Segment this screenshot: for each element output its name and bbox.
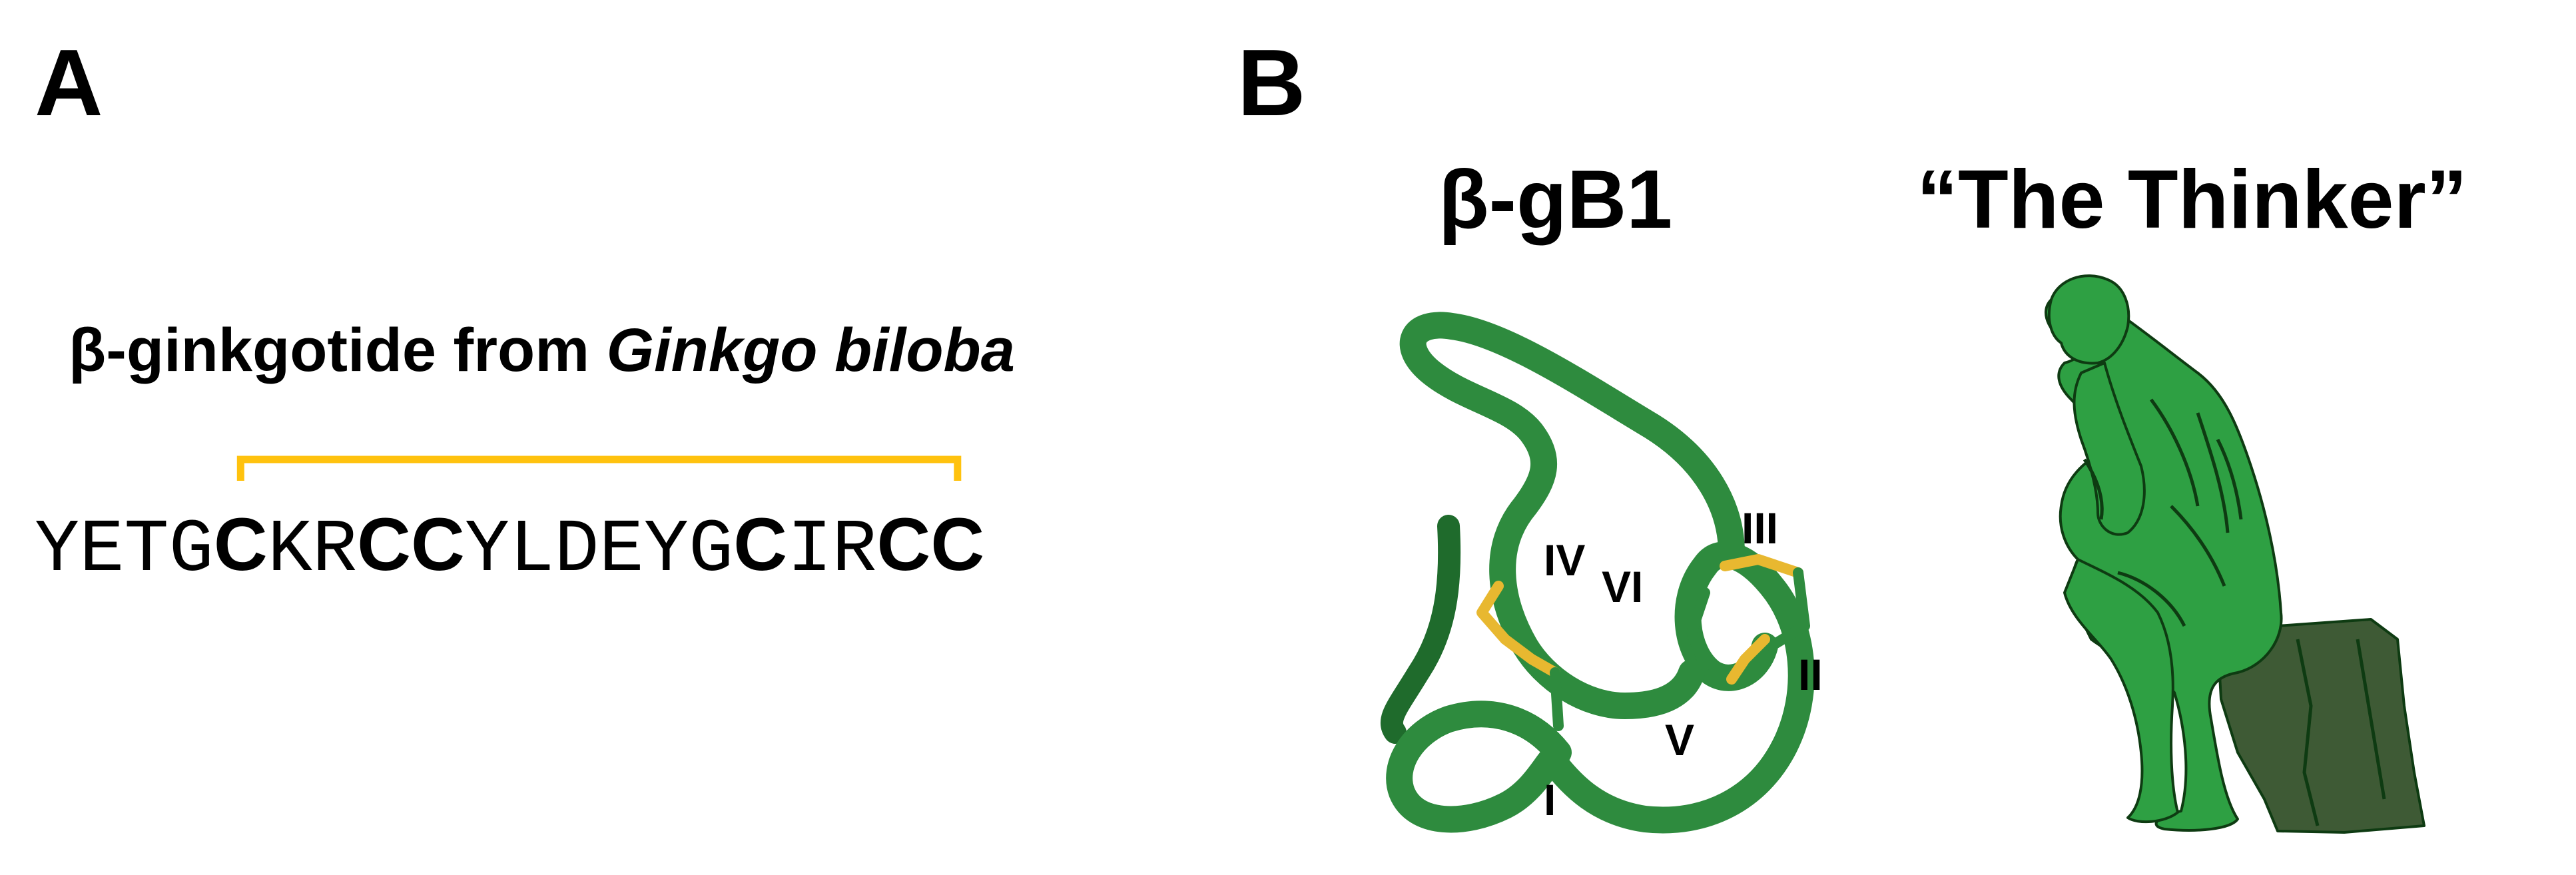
cys-label-v: V <box>1665 715 1695 764</box>
cys-label-iii: III <box>1742 503 1779 553</box>
panel-a-label: A <box>35 30 103 136</box>
residue-segment: YETG <box>35 508 214 593</box>
ribbon-main-loop <box>1386 541 1815 834</box>
title-species-prefix: β-ginkgotide from <box>69 316 607 384</box>
thinker-leg <box>2063 558 2179 824</box>
ribbon-top-loop <box>1399 312 1745 659</box>
panel-a-title: β-ginkgotide from Ginkgo biloba <box>35 258 1015 381</box>
panel-b-label: B <box>1237 30 1306 136</box>
cys-label-iv: IV <box>1544 535 1586 585</box>
title-species-name: Ginkgo biloba <box>606 316 1015 384</box>
residue-segment: YLDEYG <box>464 508 734 593</box>
thinker-arm <box>2073 362 2146 536</box>
sculpture-title: “The Thinker” <box>1917 154 2467 246</box>
cysteine-segment: CC <box>357 503 465 586</box>
disulfide-sticks <box>1476 554 1810 731</box>
residue-segment: KR <box>267 508 358 593</box>
structure-title: β-gB1 <box>1439 154 1673 246</box>
disulfide-bond-5-20 <box>236 455 962 481</box>
cys-label-i: I <box>1544 775 1556 824</box>
ribbon-back-strand <box>1381 515 1461 744</box>
cysteine-segment: CC <box>876 503 985 586</box>
cysteine-segment: C <box>213 503 268 586</box>
cys-label-ii: II <box>1798 650 1823 699</box>
cysteine-segment: C <box>733 503 788 586</box>
residue-segment: IR <box>787 508 877 593</box>
peptide-sequence: YETGCKRCCYLDEYGCIRCC <box>35 507 984 588</box>
thinker-rock <box>2216 618 2425 834</box>
cys-label-vi: VI <box>1602 562 1644 611</box>
thinker-head <box>2047 274 2130 365</box>
